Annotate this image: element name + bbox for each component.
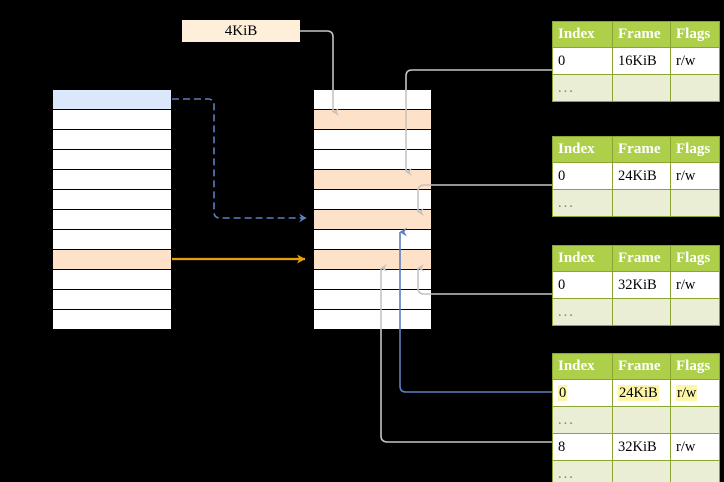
table-4-header-frame: Frame (612, 353, 671, 380)
table-3-cell: 32KiB (612, 271, 671, 299)
wire-table2-to-pd-row6 (417, 184, 552, 216)
pd-entry-row-5 (313, 189, 432, 210)
pml4-entry-row-2 (52, 129, 172, 150)
pd-entry-row-2 (313, 129, 432, 150)
pd-entry-row-0 (313, 89, 432, 110)
table-1-cell (670, 74, 720, 102)
table-2-cell (670, 189, 720, 217)
table-4-cell (612, 460, 671, 482)
table-1-cell: r/w (670, 47, 720, 75)
pd-entry-row-1 (313, 109, 432, 130)
table-2-cell: 0 (552, 162, 613, 190)
table-3-cell (670, 298, 720, 326)
table-2-header-flags: Flags (670, 136, 720, 163)
pd-entry-row-7 (313, 229, 432, 250)
table-2-cell (612, 189, 671, 217)
table-1-cell: ... (552, 74, 613, 102)
pd-entry-row-4 (313, 169, 432, 190)
size-label-4kib: 4KiB (182, 20, 300, 42)
table-4-header-flags: Flags (670, 353, 720, 380)
pd-entry-row-10 (313, 289, 432, 310)
table-2-cell: 24KiB (612, 162, 671, 190)
pml4-entry-row-4 (52, 169, 172, 190)
page-directory-column (313, 89, 432, 330)
table-2-header-index: Index (552, 136, 613, 163)
table-4-cell (670, 460, 720, 482)
table-4-row: ... (552, 460, 720, 482)
pml4-entry-row-7 (52, 229, 172, 250)
pml4-entry-row-10 (52, 289, 172, 310)
table-2-row: ... (552, 189, 720, 217)
table-4-header-index: Index (552, 353, 613, 380)
pd-entry-row-9 (313, 269, 432, 290)
table-2-cell: ... (552, 189, 613, 217)
table-4-cell (670, 406, 720, 434)
table-4-row: ... (552, 406, 720, 434)
pml4-entry-row-0 (52, 89, 172, 110)
table-1-header-index: Index (552, 21, 613, 48)
pml4-entry-row-6 (52, 209, 172, 230)
table-4-cell: 24KiB (612, 379, 671, 407)
table-3-header-index: Index (552, 245, 613, 272)
pml4-entry-row-9 (52, 269, 172, 290)
table-4-cell: r/w (670, 379, 720, 407)
table-1-row: ... (552, 74, 720, 102)
table-4-cell: 8 (552, 433, 613, 461)
table-3-cell: r/w (670, 271, 720, 299)
table-4-cell: 0 (552, 379, 613, 407)
table-1-cell: 16KiB (612, 47, 671, 75)
pml4-entry-row-5 (52, 189, 172, 210)
pd-entry-row-3 (313, 149, 432, 170)
table-4-cell: ... (552, 406, 613, 434)
table-3-row: ... (552, 298, 720, 326)
wire-table3-to-pd-row8 (417, 264, 552, 295)
pml4-table-column (52, 89, 172, 330)
pd-entry-row-11 (313, 309, 432, 330)
table-4-cell: 32KiB (612, 433, 671, 461)
wire-pml4-row0-to-pd-row6 (172, 98, 307, 223)
pml4-entry-row-11 (52, 309, 172, 330)
table-1-cell: 0 (552, 47, 613, 75)
pml4-entry-row-8 (52, 249, 172, 270)
table-4-cell: r/w (670, 433, 720, 461)
table-1-header-frame: Frame (612, 21, 671, 48)
table-1-cell (612, 74, 671, 102)
table-4-cell (612, 406, 671, 434)
table-3-header-frame: Frame (612, 245, 671, 272)
pml4-entry-row-1 (52, 109, 172, 130)
pd-entry-row-6 (313, 209, 432, 230)
pml4-entry-row-3 (52, 149, 172, 170)
table-3-cell: ... (552, 298, 613, 326)
table-4-cell: ... (552, 460, 613, 482)
table-2-cell: r/w (670, 162, 720, 190)
size-label-text: 4KiB (224, 22, 258, 39)
table-1-header-flags: Flags (670, 21, 720, 48)
pd-entry-row-8 (313, 249, 432, 270)
table-2-header-frame: Frame (612, 136, 671, 163)
table-3-header-flags: Flags (670, 245, 720, 272)
table-3-cell (612, 298, 671, 326)
table-3-cell: 0 (552, 271, 613, 299)
